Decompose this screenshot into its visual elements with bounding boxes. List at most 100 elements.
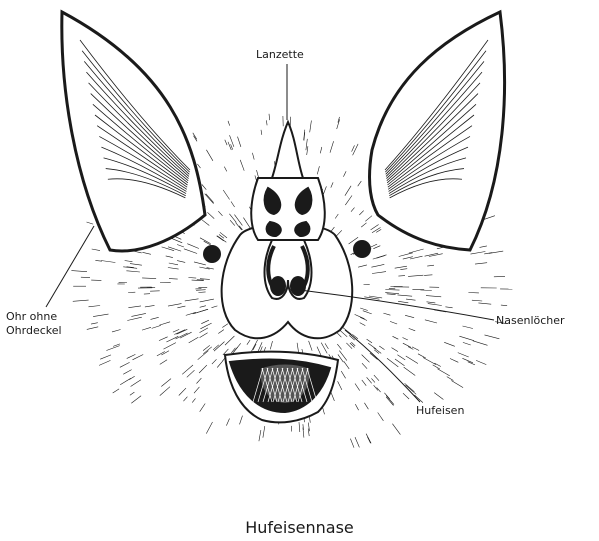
fur-stroke: [338, 381, 342, 390]
fur-stroke: [230, 135, 234, 147]
fur-stroke: [355, 404, 358, 410]
fur-stroke: [398, 276, 405, 277]
fur-stroke: [345, 196, 352, 206]
fur-stroke: [310, 121, 312, 133]
fur-stroke: [168, 247, 181, 251]
fur-stroke: [120, 378, 131, 384]
fur-stroke: [206, 422, 212, 434]
fur-stroke: [168, 268, 179, 270]
fur-stroke: [387, 294, 396, 295]
fur-stroke: [177, 261, 185, 263]
fur-stroke: [360, 308, 368, 311]
fur-stroke: [320, 147, 322, 153]
fur-stroke: [160, 360, 167, 365]
left-eye: [203, 245, 221, 263]
fur-stroke: [222, 324, 228, 328]
fur-stroke: [409, 328, 416, 330]
fur-stroke: [344, 361, 349, 369]
fur-stroke: [127, 354, 136, 358]
fur-stroke: [458, 353, 469, 357]
fur-stroke: [223, 190, 229, 200]
fur-stroke: [180, 332, 192, 338]
fur-stroke: [252, 153, 254, 160]
fur-stroke: [240, 416, 243, 425]
fur-stroke: [169, 263, 178, 265]
fur-stroke: [403, 393, 409, 399]
fur-stroke: [444, 342, 455, 346]
fur-stroke: [353, 144, 359, 155]
fur-stroke: [473, 341, 488, 346]
fur-stroke: [360, 317, 367, 320]
fur-stroke: [426, 296, 441, 297]
fur-stroke: [420, 290, 431, 291]
fur-stroke: [87, 222, 94, 224]
fur-stroke: [186, 312, 196, 315]
fur-stroke: [89, 306, 101, 307]
figure-caption: Hufeisennase: [0, 518, 599, 537]
fur-stroke: [355, 314, 365, 318]
fur-stroke: [240, 160, 244, 171]
fur-stroke: [297, 343, 299, 353]
label-ohr-line2: Ohrdeckel: [6, 324, 96, 338]
fur-stroke: [177, 306, 185, 308]
fur-stroke: [199, 365, 207, 373]
fur-stroke: [151, 317, 159, 319]
fur-stroke: [373, 246, 380, 249]
fur-stroke: [306, 139, 307, 150]
fur-stroke: [352, 145, 355, 151]
fur-stroke: [197, 164, 200, 168]
fur-stroke: [113, 389, 119, 393]
fur-stroke: [406, 299, 416, 300]
fur-stroke: [174, 330, 185, 335]
fur-stroke: [392, 348, 399, 352]
fur-stroke: [358, 265, 367, 267]
fur-stroke: [202, 220, 210, 226]
fur-stroke: [198, 292, 205, 293]
fur-stroke: [217, 236, 224, 241]
fur-stroke: [355, 437, 359, 447]
fur-stroke: [404, 367, 416, 375]
fur-stroke: [145, 305, 155, 307]
fur-stroke: [409, 249, 424, 253]
fur-stroke: [126, 271, 139, 272]
fur-stroke: [463, 342, 471, 345]
fur-stroke: [360, 323, 366, 326]
fur-stroke: [112, 330, 121, 332]
fur-stroke: [451, 381, 463, 388]
fur-stroke: [230, 220, 235, 225]
fur-stroke: [471, 252, 486, 255]
fur-stroke: [371, 378, 375, 382]
fur-stroke: [462, 358, 473, 363]
fur-stroke: [309, 341, 313, 351]
fur-stroke: [367, 437, 370, 443]
fur-stroke: [123, 370, 131, 375]
fur-stroke: [162, 247, 175, 251]
right-nostril: [290, 276, 306, 296]
fur-stroke: [200, 323, 211, 329]
fur-stroke: [317, 166, 319, 174]
fur-stroke: [212, 306, 218, 308]
fur-stroke: [429, 254, 443, 257]
right-ear: [370, 12, 505, 250]
fur-stroke: [164, 343, 176, 350]
fur-stroke: [472, 300, 482, 301]
fur-stroke: [459, 336, 474, 341]
fur-stroke: [259, 430, 261, 441]
label-ohr-line1: Ohr ohne: [6, 310, 96, 324]
fur-stroke: [390, 321, 397, 324]
fur-stroke: [395, 359, 405, 366]
fur-stroke: [247, 340, 250, 345]
fur-stroke: [206, 150, 213, 161]
fur-stroke: [125, 261, 133, 262]
fur-stroke: [200, 333, 208, 338]
fur-stroke: [194, 387, 199, 393]
fur-stroke: [358, 181, 362, 186]
fur-stroke: [363, 311, 372, 314]
fur-stroke: [214, 342, 225, 352]
fur-stroke: [428, 304, 442, 306]
fur-stroke: [324, 186, 327, 194]
fur-stroke: [100, 355, 111, 359]
fur-stroke: [160, 387, 170, 396]
fur-stroke: [228, 142, 231, 150]
fur-stroke: [198, 351, 209, 360]
